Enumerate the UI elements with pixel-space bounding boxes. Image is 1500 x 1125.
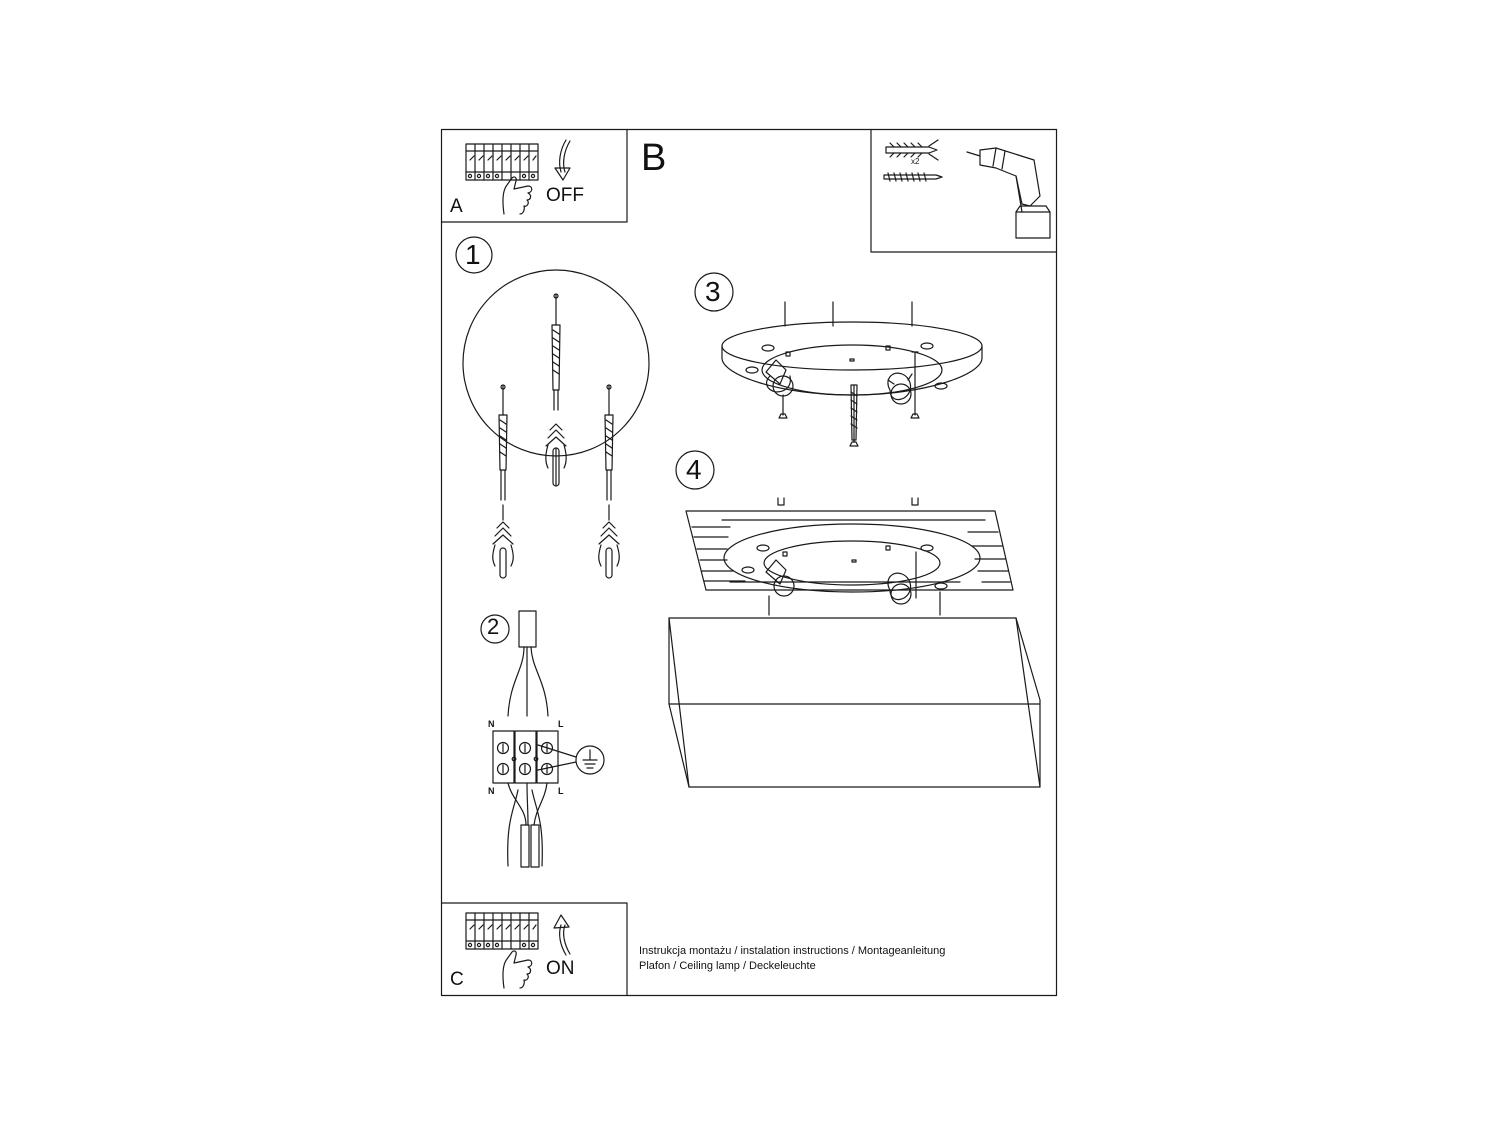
- panel-c-box: [440, 902, 628, 996]
- tools-box: [870, 128, 1057, 253]
- breaker-box-icon-c: [465, 912, 539, 950]
- terminal-l-bottom: L: [558, 786, 564, 796]
- mounting-plate-exploded: [721, 301, 983, 447]
- quantity-label: x2: [911, 157, 920, 166]
- on-label: ON: [546, 958, 575, 979]
- terminal-l-top: L: [558, 719, 564, 729]
- terminal-n-bottom: N: [488, 786, 495, 796]
- step-4-number: 4: [686, 454, 702, 485]
- arrow-up-icon: [553, 914, 571, 956]
- step-3-badge: [694, 272, 734, 312]
- step-2-number: 2: [487, 614, 500, 639]
- sheet-frame: [440, 128, 1058, 997]
- panel-b-letter: B: [641, 137, 667, 179]
- hand-icon-c: [502, 950, 533, 989]
- panel-c-letter: C: [450, 969, 464, 990]
- wall-plug-icon: [885, 139, 939, 161]
- breaker-box-icon: [465, 143, 539, 181]
- step-1-number: 1: [465, 239, 481, 270]
- footer-line-2: Plafon / Ceiling lamp / Deckeleuchte: [639, 960, 816, 972]
- drill-icon: [966, 147, 1051, 239]
- step-4-badge: [675, 450, 715, 490]
- step-3-number: 3: [705, 276, 721, 307]
- panel-a-letter: A: [450, 196, 463, 217]
- panel-a-box: [440, 128, 628, 223]
- footer-line-1: Instrukcja montażu / instalation instruc…: [639, 945, 946, 957]
- step-2-badge: [480, 614, 510, 644]
- ceiling-with-plate: [685, 497, 1014, 616]
- wiring-diagram: [492, 610, 605, 868]
- step-1-badge: [455, 236, 493, 274]
- anchor-screw-set: [492, 293, 620, 579]
- screw-icon: [883, 172, 943, 182]
- terminal-n-top: N: [488, 719, 495, 729]
- hand-icon: [502, 176, 533, 215]
- lamp-body: [668, 617, 1041, 788]
- off-label: OFF: [546, 185, 584, 206]
- arrow-down-icon: [554, 139, 571, 181]
